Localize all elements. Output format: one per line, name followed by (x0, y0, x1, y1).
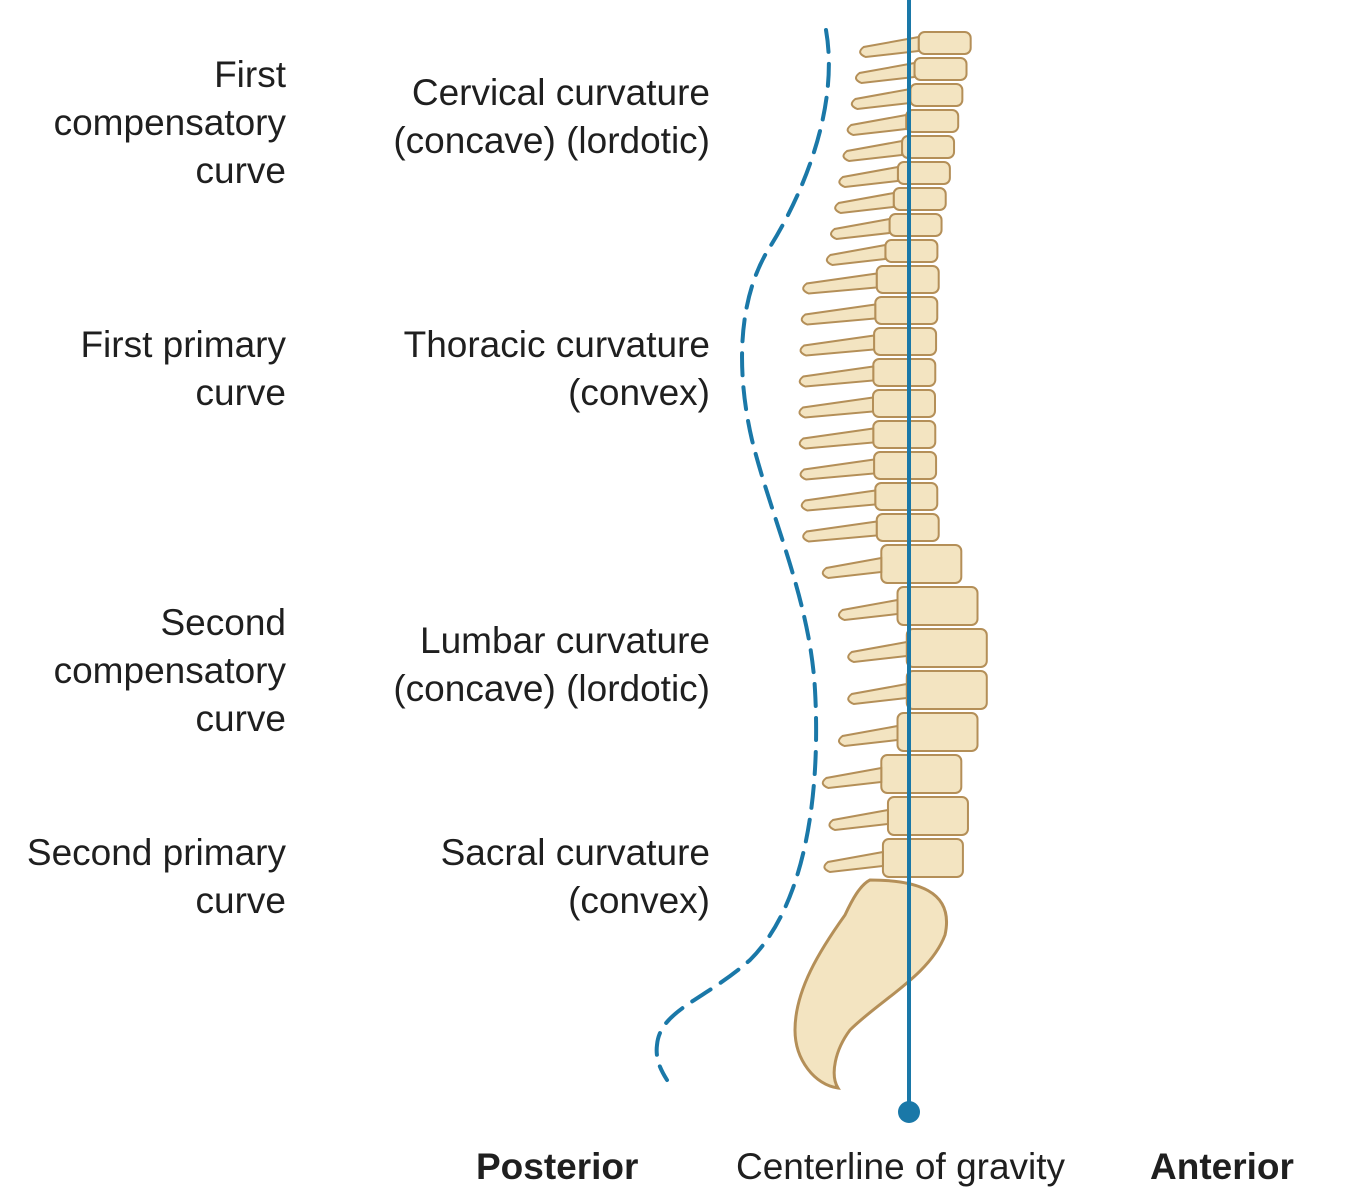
label-first-primary-curve: First primary curve (80, 324, 286, 413)
spinous-process (838, 724, 899, 748)
spinous-process (859, 35, 920, 59)
spinous-process (798, 365, 875, 388)
spinous-process (847, 682, 908, 706)
spinal-curve-outline (654, 28, 831, 1082)
label-cervical-curvature: Cervical curvature (concave) (lordotic) (393, 72, 710, 161)
sacrum-coccyx (793, 878, 948, 1090)
vertebra-body (873, 451, 938, 480)
vertebra-body (913, 57, 968, 81)
vertebra-body (905, 670, 988, 710)
label-centerline-of-gravity: Centerline of gravity (736, 1146, 1066, 1187)
spinous-process (802, 520, 878, 543)
vertebra-body (874, 296, 939, 325)
spinous-process (838, 598, 899, 622)
vertebra-body (905, 628, 988, 668)
vertebra-body (872, 420, 937, 449)
spinous-process (798, 396, 874, 419)
spinous-process (802, 272, 878, 295)
vertebra-body (888, 213, 943, 237)
spinous-process (834, 191, 895, 215)
spinous-process (847, 640, 908, 664)
spinous-process (823, 850, 884, 874)
spinous-process (846, 113, 908, 137)
spinous-process (798, 427, 875, 450)
vertebra-body (917, 31, 972, 55)
spinous-process (821, 556, 883, 580)
label-first-compensatory-curve: First compensatory curve (53, 54, 286, 191)
spinous-process (799, 334, 876, 357)
label-lumbar-curvature: Lumbar curvature (concave) (lordotic) (393, 620, 710, 709)
spinous-process (825, 243, 887, 267)
label-thoracic-curvature: Thoracic curvature (convex) (403, 324, 710, 413)
vertebra-body (872, 389, 936, 418)
vertebra-body (886, 796, 969, 836)
spinous-process (850, 87, 912, 111)
vertebra-body (872, 358, 937, 387)
spinous-process (800, 489, 877, 512)
spinous-process (828, 808, 889, 832)
vertebra-body (880, 544, 963, 584)
vertebra-body (874, 482, 939, 511)
label-second-compensatory-curve: Second compensatory curve (53, 602, 286, 739)
label-second-primary-curve: Second primary curve (26, 832, 286, 921)
spinous-process (800, 303, 877, 326)
label-sacral-curvature: Sacral curvature (convex) (440, 832, 710, 921)
vertebra-body (884, 239, 939, 263)
spinous-process (821, 766, 883, 790)
spinous-process (799, 458, 876, 481)
vertebrae (798, 31, 988, 878)
vertebra-body (892, 187, 947, 211)
centerline-endpoint-dot (898, 1101, 920, 1123)
vertebra-body (896, 161, 951, 185)
spinous-process (838, 165, 899, 189)
spinous-process (855, 61, 916, 85)
label-posterior: Posterior (476, 1146, 639, 1187)
vertebra-body (880, 754, 963, 794)
vertebra-body (881, 838, 964, 878)
spinous-process (842, 139, 904, 163)
vertebra-body (905, 109, 960, 133)
vertebra-body (909, 83, 964, 107)
vertebral-column-illustration (793, 31, 988, 1090)
vertebra-body (873, 327, 938, 356)
spinous-process (830, 217, 891, 241)
label-anterior: Anterior (1150, 1146, 1294, 1187)
